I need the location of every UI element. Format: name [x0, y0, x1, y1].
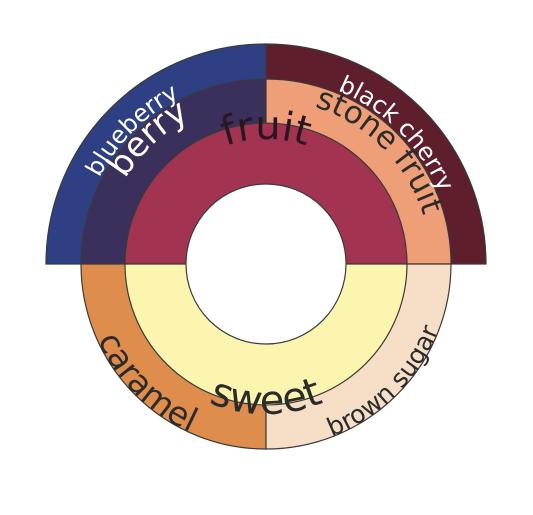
- center-hole: [185, 183, 347, 345]
